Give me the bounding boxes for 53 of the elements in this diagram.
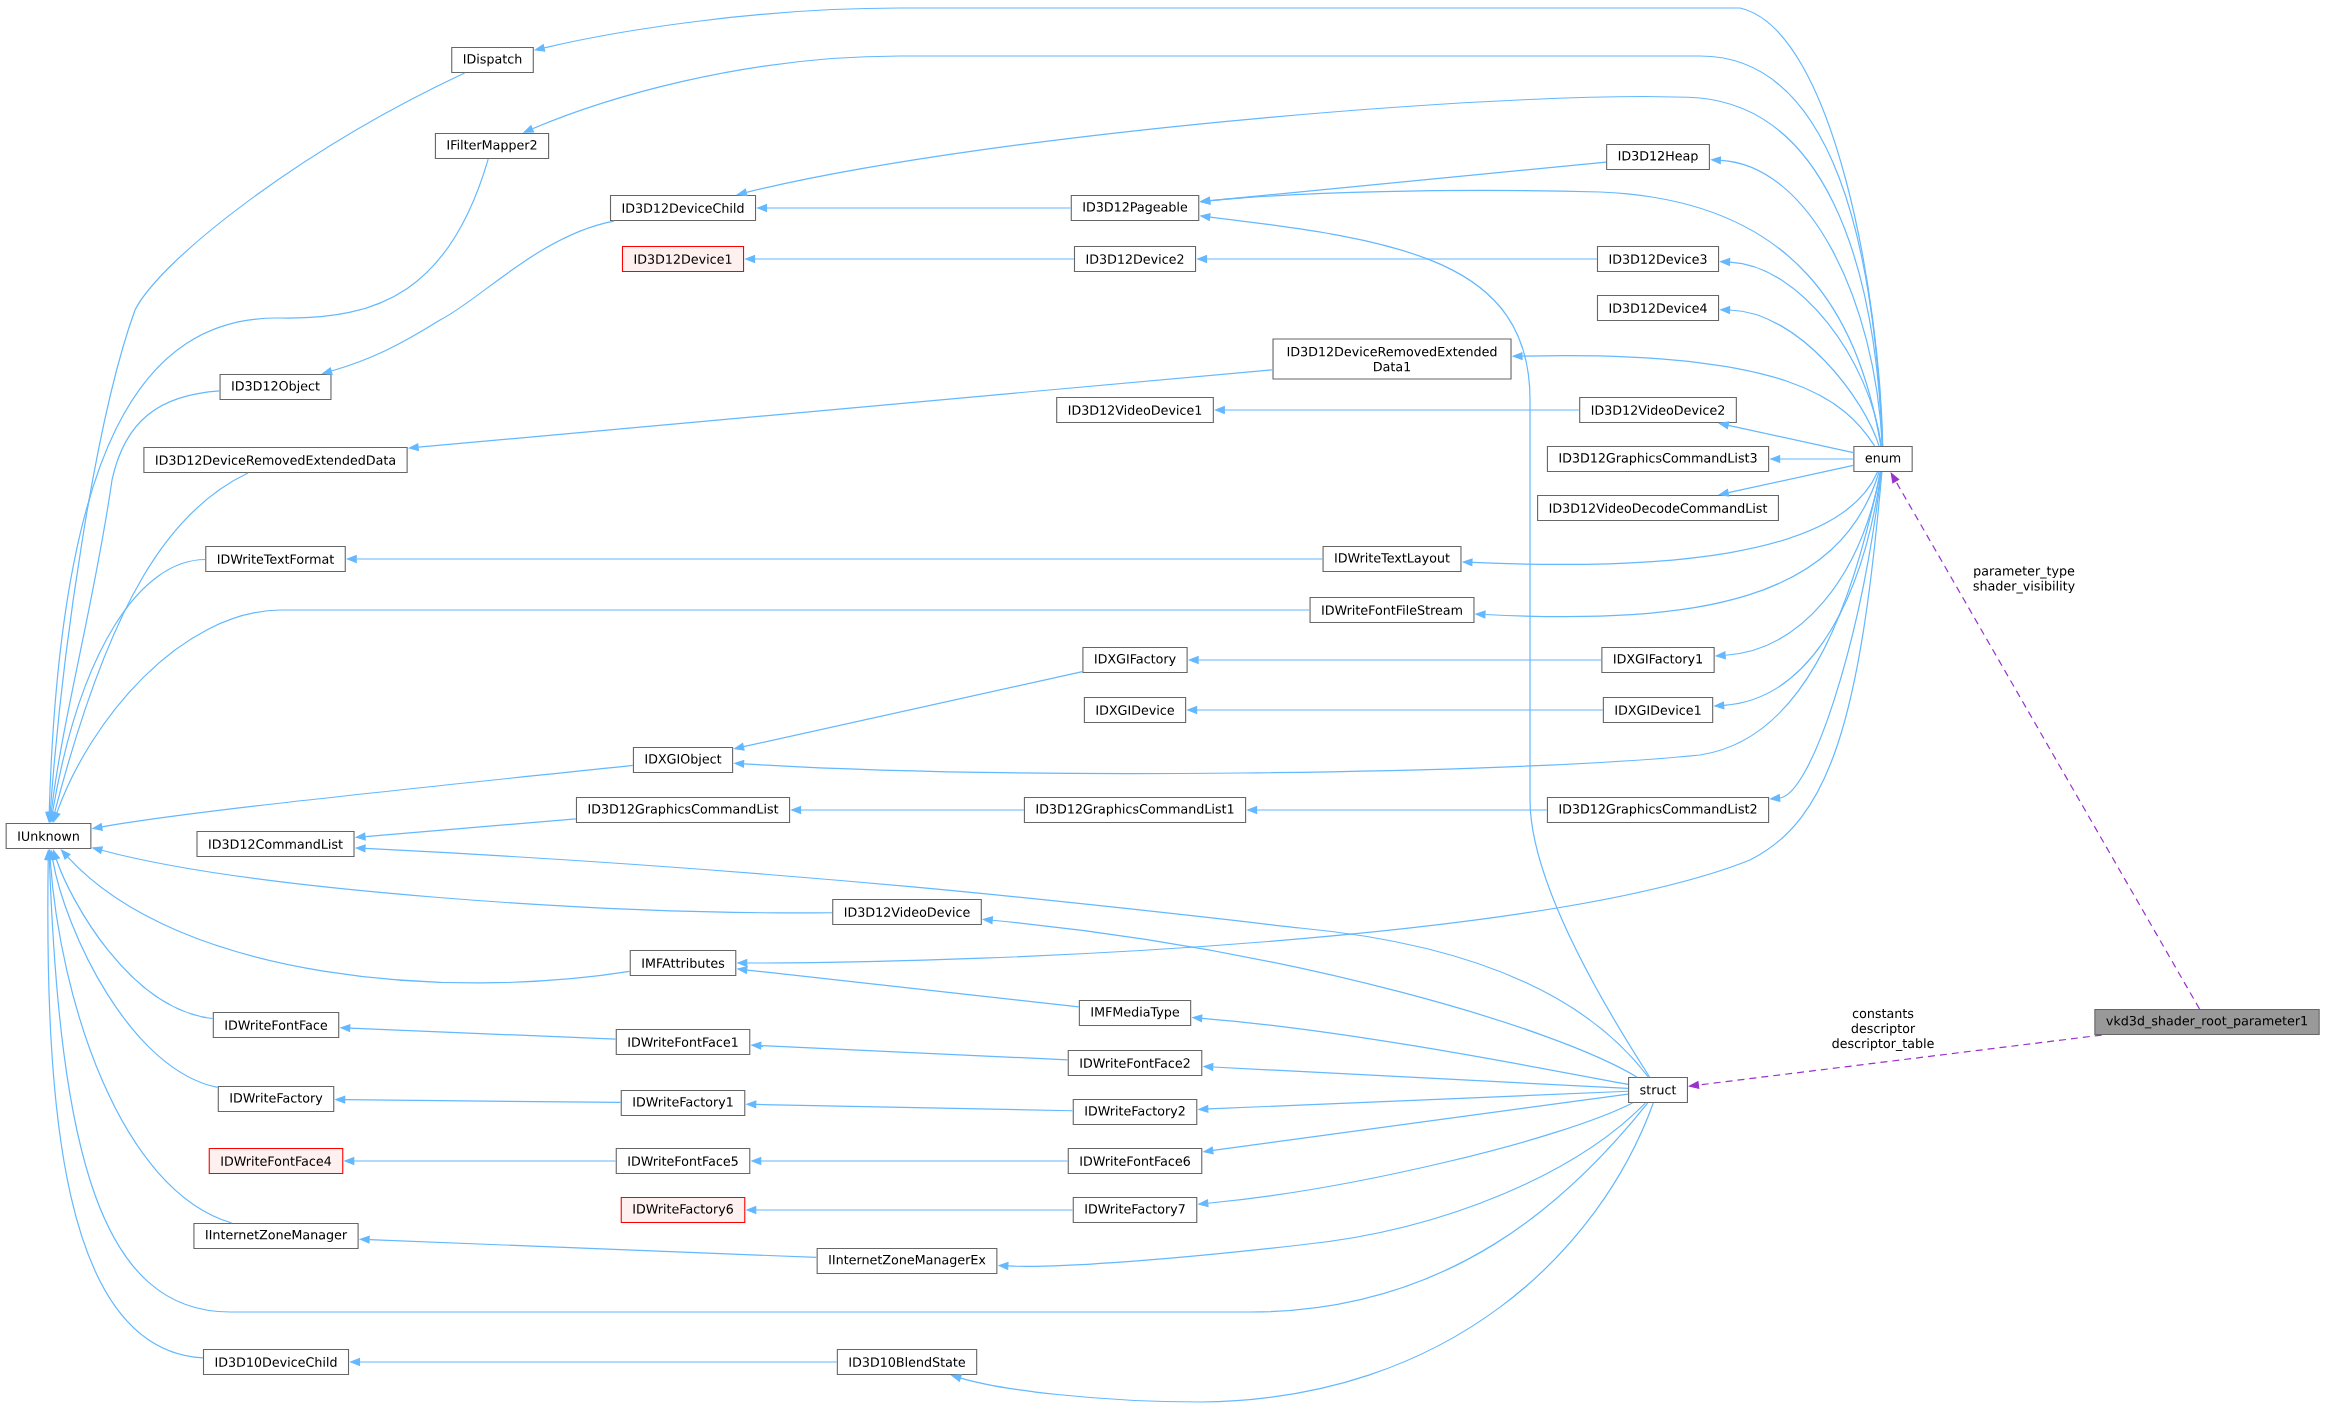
class-box: IDXGIFactory — [1082, 646, 1188, 674]
class-box: IDWriteFactory6 — [620, 1196, 746, 1224]
class-box: ID3D12VideoDevice2 — [1579, 396, 1737, 424]
class-box: ID3D12DeviceRemovedExtended Data1 — [1272, 338, 1512, 380]
class-box: IUnknown — [5, 822, 92, 850]
class-box: ID3D12Device3 — [1596, 245, 1720, 273]
class-box: IDispatch — [451, 46, 534, 74]
class-box: ID3D12DeviceChild — [609, 194, 757, 222]
class-box: struct — [1628, 1076, 1688, 1104]
class-box: IDXGIDevice — [1083, 696, 1187, 724]
class-box: ID3D12GraphicsCommandList — [575, 796, 791, 824]
class-box: enum — [1853, 445, 1913, 473]
class-box: ID3D12Device1 — [621, 245, 745, 273]
class-box: IDWriteFontFace1 — [615, 1028, 751, 1056]
class-box: ID3D12VideoDevice1 — [1056, 396, 1214, 424]
class-box: IDWriteFactory7 — [1072, 1196, 1198, 1224]
class-box: IDWriteTextLayout — [1322, 545, 1462, 573]
class-box: ID3D12VideoDecodeCommandList — [1537, 494, 1779, 522]
dashed-arrow — [1890, 472, 2201, 1010]
class-box: IDXGIDevice1 — [1602, 696, 1714, 724]
class-box: IDWriteFactory — [217, 1085, 335, 1113]
class-box: IDWriteFontFace5 — [615, 1147, 751, 1175]
class-box: IDWriteFactory2 — [1072, 1098, 1198, 1126]
class-box: ID3D12DeviceRemovedExtendedData — [143, 446, 408, 474]
class-box: IMFMediaType — [1078, 999, 1192, 1027]
edge-label: parameter_type shader_visibility — [1973, 566, 2075, 594]
class-box: ID3D12GraphicsCommandList2 — [1546, 796, 1770, 824]
class-box: ID3D12Device2 — [1073, 245, 1197, 273]
class-box: IDWriteFontFace — [212, 1011, 340, 1039]
class-box: IDWriteFactory1 — [620, 1089, 746, 1117]
class-box: IDXGIFactory1 — [1601, 646, 1715, 674]
class-box: ID3D12Device4 — [1596, 294, 1720, 322]
class-box: ID3D10DeviceChild — [202, 1348, 350, 1376]
class-box: IMFAttributes — [629, 949, 737, 977]
class-box: IDWriteFontFace6 — [1067, 1147, 1203, 1175]
class-box: ID3D12Heap — [1606, 143, 1710, 171]
class-box: IDXGIObject — [632, 746, 734, 774]
class-box: ID3D12VideoDevice — [832, 898, 982, 926]
class-box: IFilterMapper2 — [434, 132, 550, 160]
class-box: IInternetZoneManagerEx — [816, 1247, 998, 1275]
class-box: IDWriteFontFace4 — [208, 1147, 344, 1175]
class-box: IDWriteFontFileStream — [1309, 596, 1475, 624]
class-box: IInternetZoneManager — [193, 1222, 359, 1250]
class-box: ID3D12GraphicsCommandList1 — [1023, 796, 1247, 824]
class-box: IDWriteTextFormat — [205, 545, 346, 573]
edge-label: constants descriptor descriptor_table — [1832, 1009, 1934, 1051]
class-box: ID3D12CommandList — [196, 830, 355, 858]
class-box: ID3D12Object — [219, 373, 332, 401]
class-box: vkd3d_shader_root_parameter1 — [2094, 1008, 2320, 1036]
class-box: ID3D10BlendState — [836, 1348, 978, 1376]
class-box: IDWriteFontFace2 — [1067, 1049, 1203, 1077]
class-box: ID3D12GraphicsCommandList3 — [1546, 445, 1770, 473]
class-box: ID3D12Pageable — [1070, 194, 1200, 222]
